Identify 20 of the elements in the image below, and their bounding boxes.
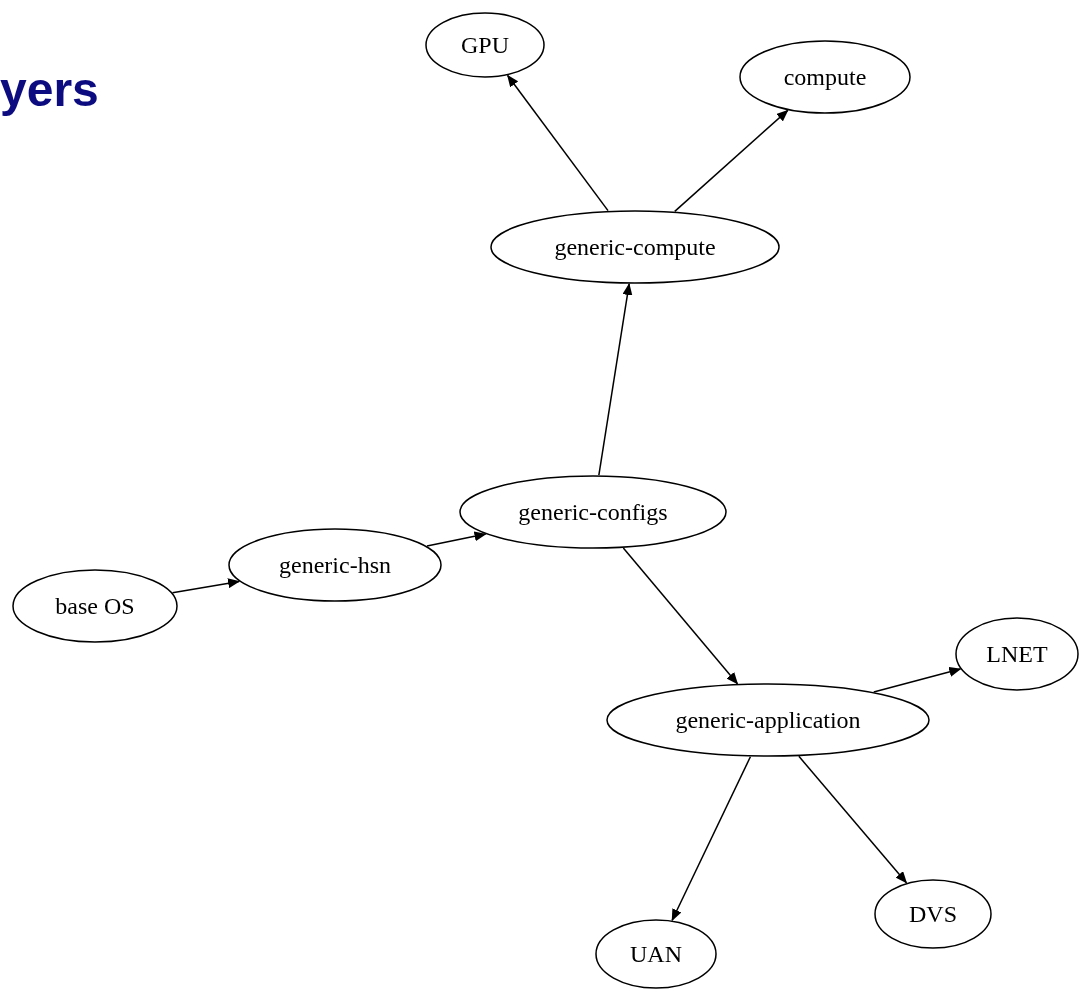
node-label: generic-compute: [554, 233, 716, 261]
arrow: [671, 756, 752, 922]
node-label: generic-hsn: [279, 551, 391, 579]
arrow: [674, 109, 789, 213]
node-label: compute: [783, 63, 867, 91]
node-label: GPU: [461, 31, 509, 59]
arrow: [798, 755, 908, 884]
arrow: [506, 74, 609, 212]
diagram-title: yers: [0, 62, 99, 117]
node-label: DVS: [909, 900, 957, 928]
node-label: LNET: [986, 640, 1048, 668]
node-label: generic-configs: [518, 498, 668, 526]
node-label: UAN: [630, 940, 682, 968]
arrow: [171, 578, 241, 594]
node-label: base OS: [55, 592, 135, 620]
arrow: [873, 667, 962, 693]
arrow: [598, 283, 633, 476]
arrow: [622, 547, 739, 685]
arrow: [426, 531, 487, 547]
node-label: generic-application: [675, 706, 861, 734]
